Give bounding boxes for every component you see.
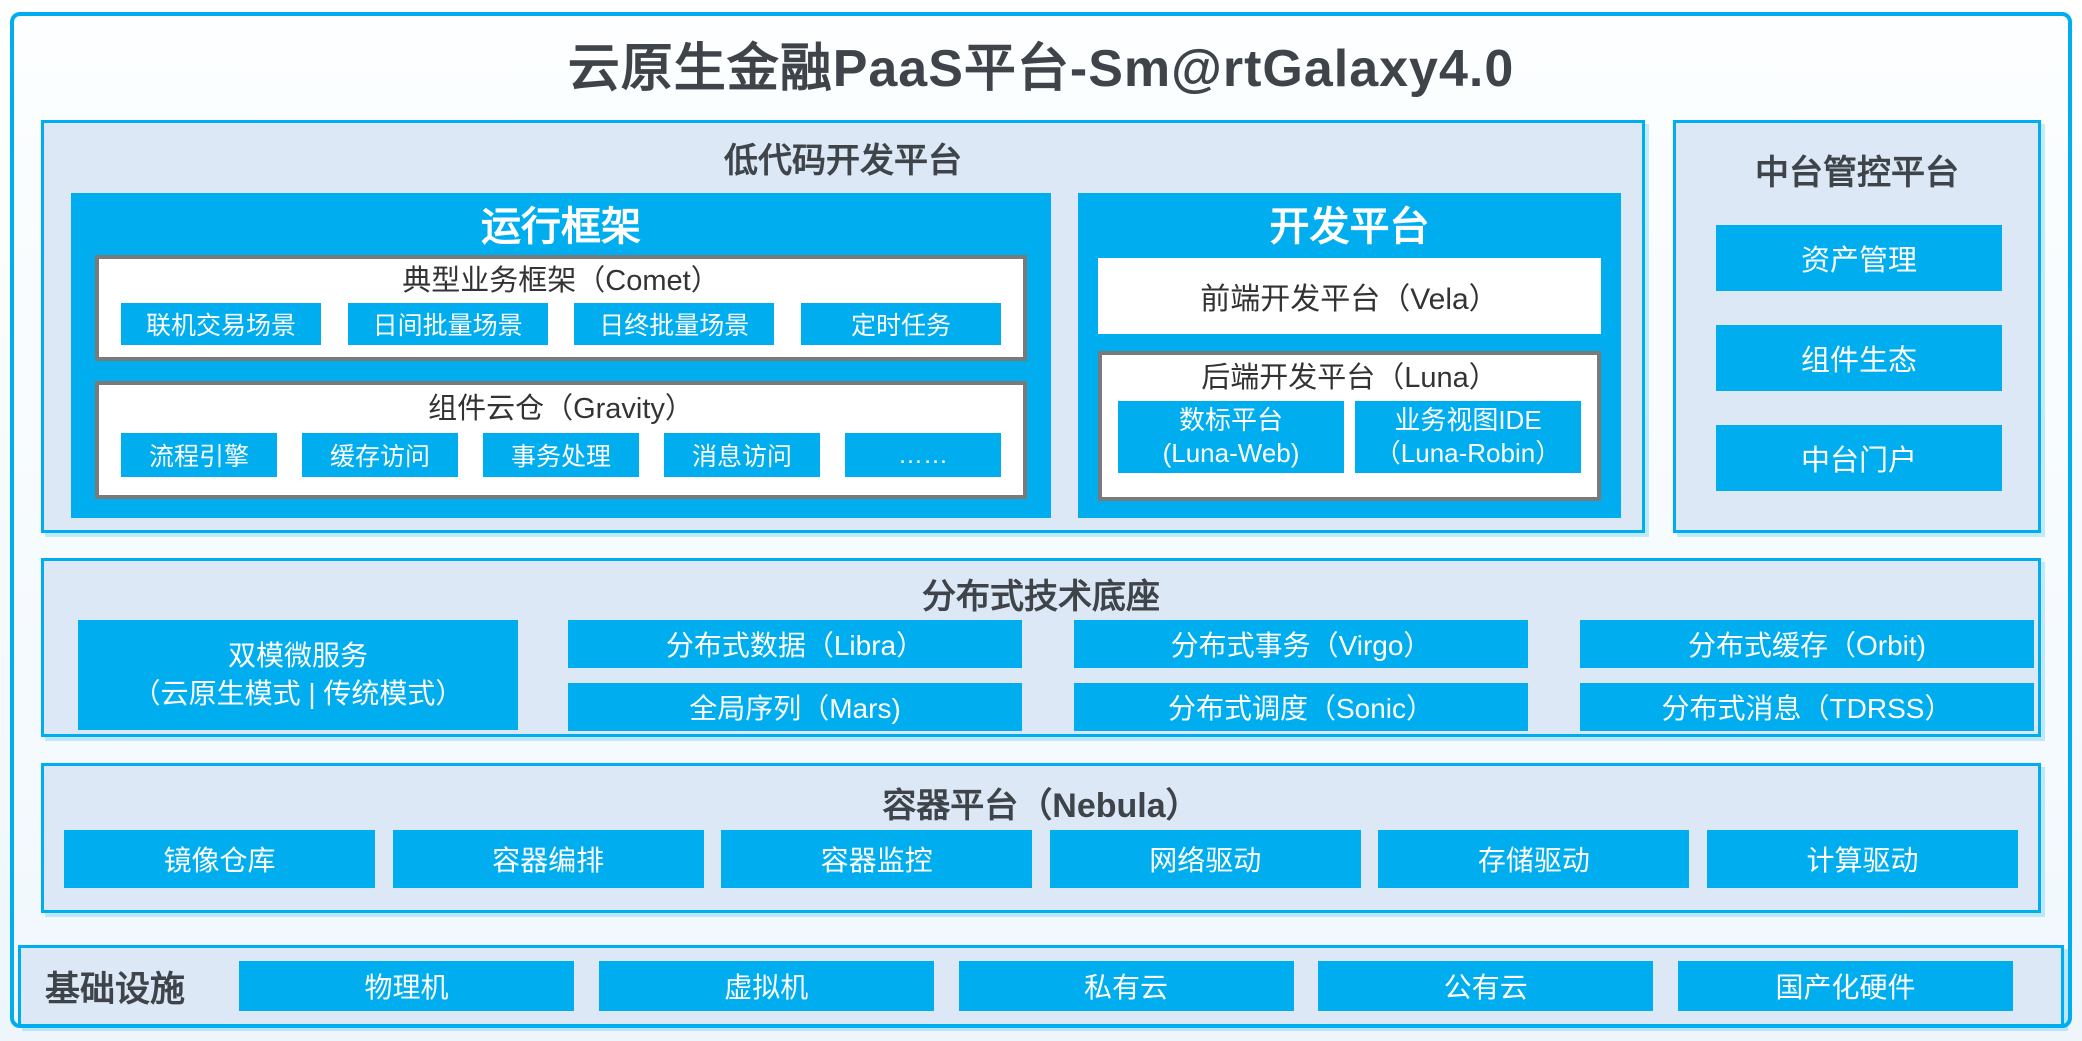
infra-item-private-cloud: 私有云 bbox=[958, 961, 1294, 1011]
comet-framework-box: 典型业务框架（Comet） 联机交易场景 日间批量场景 日终批量场景 定时任务 bbox=[95, 255, 1027, 361]
distributed-base-label: 分布式技术底座 bbox=[922, 578, 1160, 616]
gravity-item: 消息访问 bbox=[664, 433, 820, 477]
dev-platform-box: 开发平台 前端开发平台（Vela） 后端开发平台（Luna） 数标平台 (Lun… bbox=[1078, 193, 1621, 518]
gravity-title: 组件云仓（Gravity） bbox=[428, 393, 694, 425]
comet-title: 典型业务框架（Comet） bbox=[402, 265, 720, 297]
distributed-item-orbit: 分布式缓存（Orbit) bbox=[1580, 620, 2034, 668]
infra-item-public-cloud: 公有云 bbox=[1318, 961, 1654, 1011]
container-platform-panel: 容器平台（Nebula） 镜像仓库 容器编排 容器监控 网络驱动 存储驱动 计算… bbox=[41, 763, 2041, 913]
container-item-storage-driver: 存储驱动 bbox=[1378, 830, 1690, 888]
container-item-monitoring: 容器监控 bbox=[721, 830, 1033, 888]
distributed-item-tdrss: 分布式消息（TDRSS） bbox=[1580, 683, 2034, 731]
container-item-orchestration: 容器编排 bbox=[392, 830, 704, 888]
mid-platform-item-component-ecosystem: 组件生态 bbox=[1716, 325, 2002, 391]
comet-item: 日间批量场景 bbox=[347, 303, 548, 345]
luna-title: 后端开发平台（Luna） bbox=[1201, 362, 1498, 394]
container-item-image-registry: 镜像仓库 bbox=[64, 830, 375, 888]
infra-item-domestic-hardware: 国产化硬件 bbox=[1678, 961, 2013, 1011]
dual-mode-microservice-box: 双模微服务 （云原生模式 | 传统模式） bbox=[78, 620, 518, 730]
runtime-framework-title: 运行框架 bbox=[481, 205, 641, 249]
lowcode-platform-panel: 低代码开发平台 运行框架 典型业务框架（Comet） 联机交易场景 日间批量场景… bbox=[41, 120, 1645, 533]
comet-item: 日终批量场景 bbox=[574, 303, 775, 345]
infra-item-virtual-machine: 虚拟机 bbox=[598, 961, 934, 1011]
distributed-item-mars: 全局序列（Mars) bbox=[568, 683, 1022, 731]
luna-robin-line1: 业务视图IDE bbox=[1394, 405, 1542, 435]
luna-web-line1: 数标平台 bbox=[1178, 405, 1283, 435]
infrastructure-panel: 基础设施 物理机 虚拟机 私有云 公有云 国产化硬件 bbox=[18, 945, 2064, 1027]
gravity-items-row: 流程引擎 缓存访问 事务处理 消息访问 …… bbox=[99, 433, 1023, 477]
distributed-items-grid: 分布式数据（Libra） 分布式事务（Virgo） 分布式缓存（Orbit) 全… bbox=[568, 620, 2034, 731]
dev-platform-title: 开发平台 bbox=[1269, 205, 1430, 249]
gravity-item: 流程引擎 bbox=[121, 433, 277, 477]
luna-backend-box: 后端开发平台（Luna） 数标平台 (Luna-Web) 业务视图IDE （Lu… bbox=[1098, 351, 1601, 501]
infrastructure-items-row: 物理机 虚拟机 私有云 公有云 国产化硬件 bbox=[239, 961, 2013, 1011]
comet-item: 定时任务 bbox=[800, 303, 1001, 345]
gravity-item: 缓存访问 bbox=[302, 433, 458, 477]
mid-platform-item-asset-management: 资产管理 bbox=[1716, 225, 2002, 291]
distributed-item-sonic: 分布式调度（Sonic） bbox=[1074, 683, 1528, 731]
dual-mode-line1: 双模微服务 bbox=[227, 640, 368, 671]
infra-item-physical-machine: 物理机 bbox=[239, 961, 574, 1011]
luna-robin-item: 业务视图IDE （Luna-Robin） bbox=[1355, 401, 1581, 473]
lowcode-platform-label: 低代码开发平台 bbox=[724, 142, 962, 180]
mid-platform-item-portal: 中台门户 bbox=[1716, 425, 2002, 491]
infrastructure-label: 基础设施 bbox=[45, 969, 186, 1009]
comet-item: 联机交易场景 bbox=[121, 303, 321, 345]
container-platform-label: 容器平台（Nebula） bbox=[882, 787, 1200, 825]
container-item-network-driver: 网络驱动 bbox=[1049, 830, 1361, 888]
distributed-item-libra: 分布式数据（Libra） bbox=[568, 620, 1022, 668]
gravity-item: 事务处理 bbox=[483, 433, 639, 477]
luna-items-row: 数标平台 (Luna-Web) 业务视图IDE （Luna-Robin） bbox=[1102, 401, 1597, 473]
runtime-framework-box: 运行框架 典型业务框架（Comet） 联机交易场景 日间批量场景 日终批量场景 … bbox=[71, 193, 1051, 518]
luna-web-item: 数标平台 (Luna-Web) bbox=[1118, 401, 1344, 473]
gravity-warehouse-box: 组件云仓（Gravity） 流程引擎 缓存访问 事务处理 消息访问 …… bbox=[95, 381, 1027, 499]
page-title: 云原生金融PaaS平台-Sm@rtGalaxy4.0 bbox=[567, 40, 1515, 98]
luna-robin-line2: （Luna-Robin） bbox=[1374, 438, 1562, 468]
gravity-item-more: …… bbox=[845, 433, 1001, 477]
vela-frontend-box: 前端开发平台（Vela） bbox=[1098, 258, 1601, 334]
mid-platform-panel: 中台管控平台 资产管理 组件生态 中台门户 bbox=[1673, 120, 2041, 533]
container-item-compute-driver: 计算驱动 bbox=[1706, 830, 2018, 888]
luna-web-line2: (Luna-Web) bbox=[1162, 438, 1300, 468]
dual-mode-line2: （云原生模式 | 传统模式） bbox=[132, 678, 464, 709]
container-items-row: 镜像仓库 容器编排 容器监控 网络驱动 存储驱动 计算驱动 bbox=[44, 830, 2038, 888]
distributed-item-virgo: 分布式事务（Virgo） bbox=[1074, 620, 1528, 668]
mid-platform-label: 中台管控平台 bbox=[1755, 154, 1959, 192]
distributed-base-panel: 分布式技术底座 双模微服务 （云原生模式 | 传统模式） 分布式数据（Libra… bbox=[41, 558, 2041, 737]
comet-items-row: 联机交易场景 日间批量场景 日终批量场景 定时任务 bbox=[99, 303, 1023, 345]
